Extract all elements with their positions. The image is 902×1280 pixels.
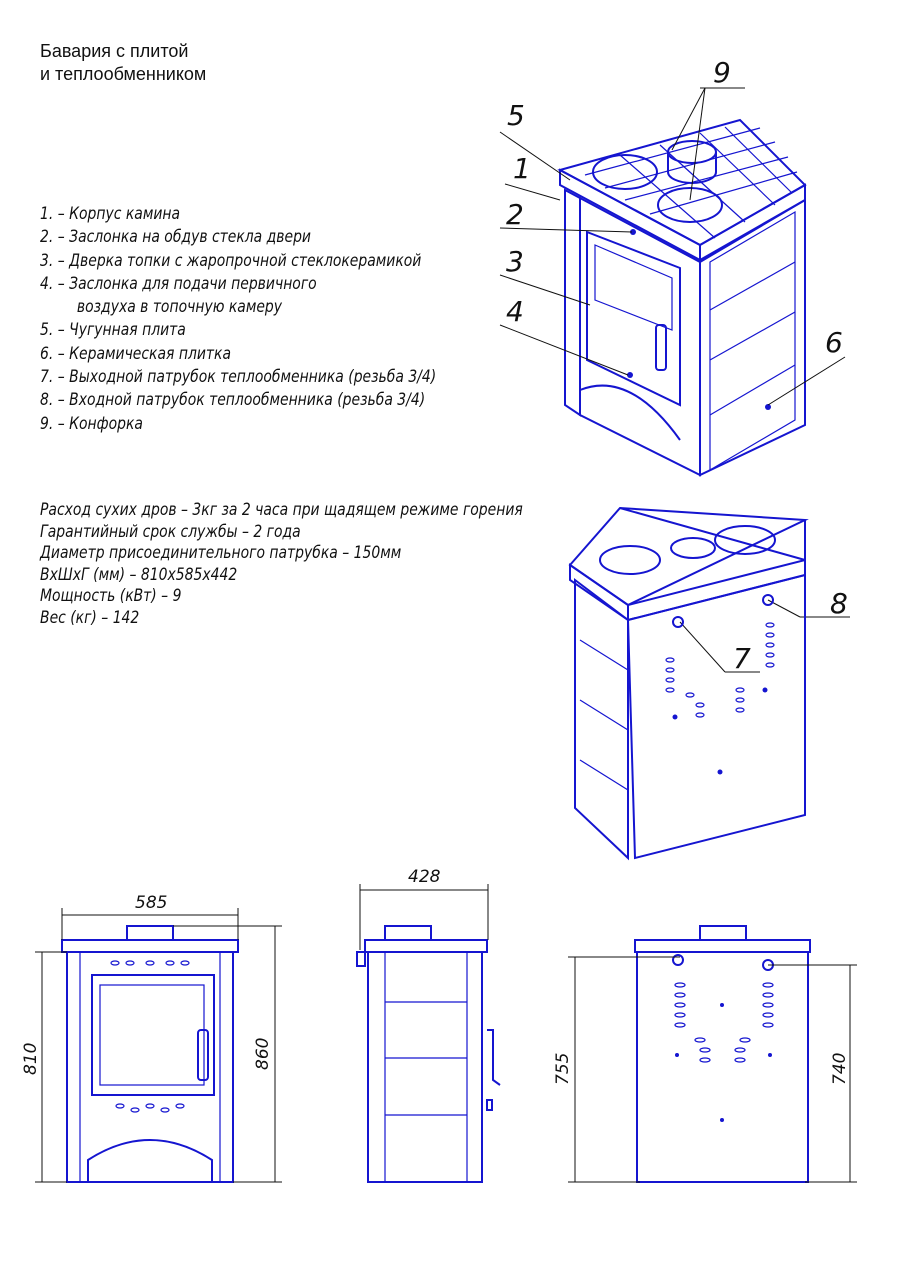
callout-2: 2 xyxy=(506,198,524,231)
dim-front-width: 585 xyxy=(135,893,167,913)
document-title: Бавария с плитой и теплообменником xyxy=(40,40,206,86)
dim-back-height-right: 740 xyxy=(830,1053,850,1085)
callout-4: 4 xyxy=(506,295,524,328)
spec-line: Мощность (кВт) – 9 xyxy=(40,586,182,606)
legend-item: 9. – Конфорка xyxy=(40,413,143,434)
dim-back-height-left: 755 xyxy=(553,1053,573,1085)
legend-item: 7. – Выходной патрубок теплообменника (р… xyxy=(40,367,437,388)
title-line-2: и теплообменником xyxy=(40,64,207,84)
spec-line: ВxШxГ (мм) – 810x585x442 xyxy=(40,564,238,585)
callout-1: 1 xyxy=(513,152,531,185)
callout-3: 3 xyxy=(506,245,524,278)
callout-5: 5 xyxy=(507,99,525,132)
callout-8: 8 xyxy=(830,587,848,620)
dim-front-height-right: 860 xyxy=(253,1038,273,1070)
legend-item: 5. – Чугунная плита xyxy=(40,320,186,341)
side-view: 428 xyxy=(356,867,501,1183)
dim-front-height-left: 810 xyxy=(21,1043,41,1075)
stove-rear-isometric xyxy=(568,506,809,861)
callout-leaders xyxy=(499,87,850,673)
legend-item: 1. – Корпус камина xyxy=(40,204,181,224)
legend-item: 4. – Заслонка для подачи первичного xyxy=(40,273,317,294)
hotplate-left xyxy=(592,154,658,190)
legend-item: 3. – Дверка топки с жаропрочной стеклоке… xyxy=(40,250,422,271)
legend-item-continuation: воздуха в топочную камеру xyxy=(76,297,283,318)
vent-slots xyxy=(665,622,775,718)
callout-6: 6 xyxy=(825,326,843,359)
stove-front-isometric xyxy=(557,118,807,477)
parts-legend: 1. – Корпус камина 2. – Заслонка на обду… xyxy=(40,203,436,436)
callout-7: 7 xyxy=(733,642,751,675)
cooktop-grid xyxy=(584,126,798,239)
spec-line: Вес (кг) – 142 xyxy=(40,607,140,628)
legend-item: 2. – Заслонка на обдув стекла двери xyxy=(40,227,311,248)
title-line-1: Бавария с плитой xyxy=(40,41,189,61)
door-handle xyxy=(655,324,667,371)
hotplate-right xyxy=(657,187,723,223)
side-tiles xyxy=(699,198,806,477)
spec-line: Гарантийный срок службы – 2 года xyxy=(40,521,301,542)
dim-side-depth: 428 xyxy=(408,867,441,887)
spec-line: Расход сухих дров – 3кг за 2 часа при ща… xyxy=(40,500,523,520)
front-view: 585 810 860 xyxy=(21,893,282,1183)
legend-item: 6. – Керамическая плитка xyxy=(40,343,231,364)
specifications: Расход сухих дров – 3кг за 2 часа при ща… xyxy=(40,500,523,629)
spec-line: Диаметр присоединительного патрубка – 15… xyxy=(40,543,402,563)
callout-9: 9 xyxy=(713,56,731,89)
firebox-door xyxy=(586,230,681,407)
back-view: 755 740 xyxy=(553,925,857,1183)
legend-item: 8. – Входной патрубок теплообменника (ре… xyxy=(40,390,426,411)
